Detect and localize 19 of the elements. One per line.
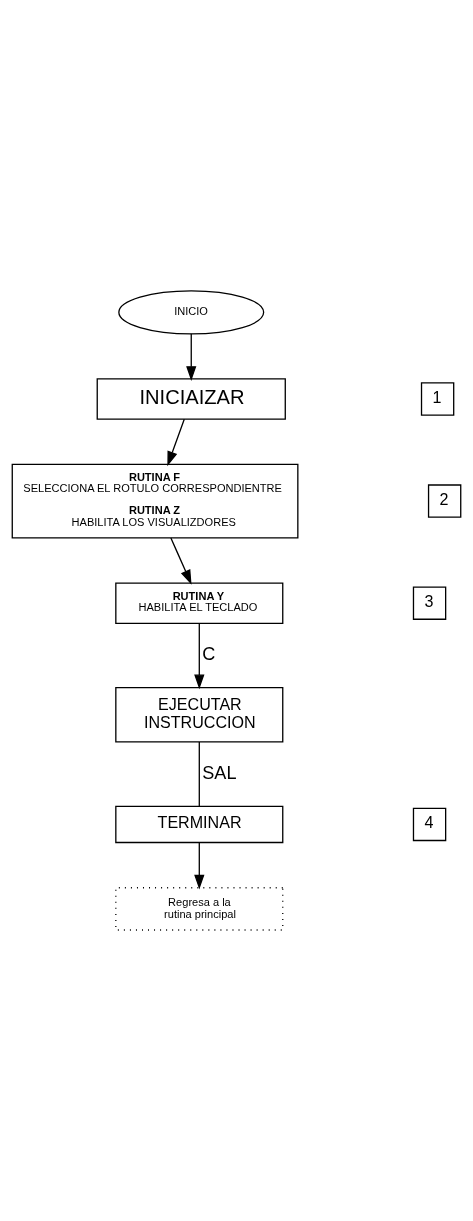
node-box: 2 <box>427 484 462 518</box>
node-box: RUTINA Y HABILITA EL TECLADO <box>115 582 284 624</box>
node-ellipse: INICIO <box>118 290 265 335</box>
node-box: 1 <box>420 382 455 416</box>
node-box: 4 <box>412 807 447 842</box>
node-box: TERMINAR <box>115 805 284 844</box>
node-box: INICIAIZAR <box>96 378 286 420</box>
node-box: Regresa a la rutina principal <box>115 887 284 931</box>
arrow <box>194 622 205 690</box>
node-box: RUTINA F SELECCIONA EL ROTULO CORRESPONDIENTRE RUTINA Z HABILITA LOS VISUALIZDORES <box>11 463 299 539</box>
edge-label: SAL <box>202 762 237 783</box>
edge-label: C <box>202 643 216 664</box>
arrow <box>170 537 192 585</box>
connector <box>198 741 200 807</box>
node-box: 3 <box>412 586 447 620</box>
node-box: EJECUTAR INSTRUCCION <box>115 687 284 743</box>
arrow <box>186 333 197 381</box>
arrow <box>194 842 205 890</box>
arrow <box>167 418 185 467</box>
